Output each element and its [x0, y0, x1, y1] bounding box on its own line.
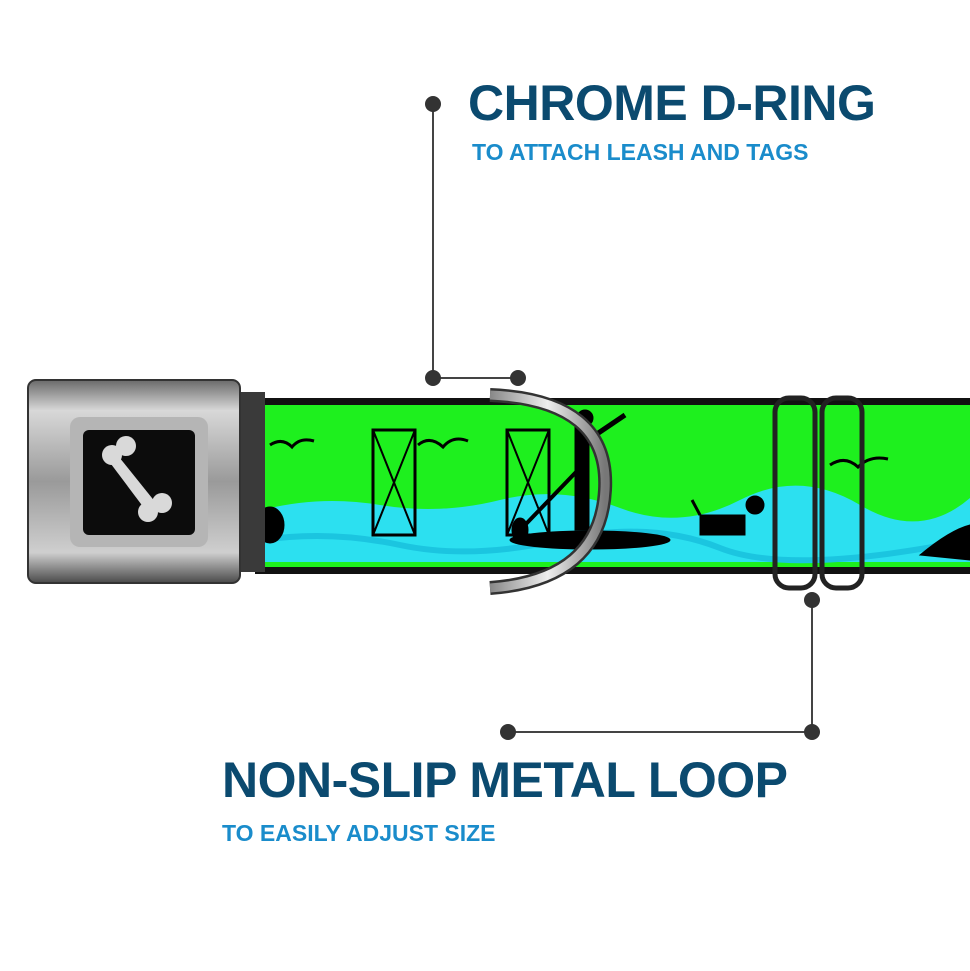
loop-leader-line: [500, 592, 820, 740]
loop-title: NON-SLIP METAL LOOP: [222, 752, 788, 808]
metal-loop: [772, 395, 865, 591]
d-ring-subtitle: TO ATTACH LEASH AND TAGS: [472, 139, 809, 165]
collar-strap: [255, 398, 970, 574]
d-ring-leader-line: [425, 96, 526, 386]
d-ring-title: CHROME D-RING: [468, 75, 876, 131]
loop-subtitle: TO EASILY ADJUST SIZE: [222, 820, 496, 846]
d-ring: [489, 388, 613, 595]
seatbelt-buckle: [27, 379, 265, 584]
bone-icon: [102, 436, 172, 522]
